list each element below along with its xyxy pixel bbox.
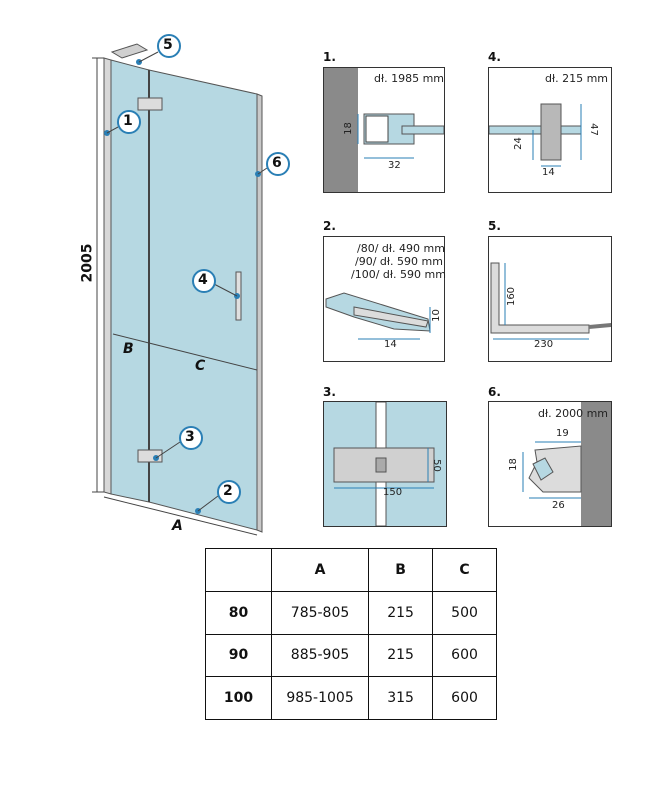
detail-3-drawing [324, 401, 446, 527]
table-row: 80 785-805 215 500 [205, 590, 497, 635]
dim-a-label: A [172, 518, 183, 534]
detail-4-note: dł. 215 mm [545, 72, 609, 85]
height-label: 2005 [79, 243, 96, 283]
table-header-cell: A [270, 548, 370, 592]
marker-2: 2 [223, 483, 233, 499]
marker-6: 6 [272, 155, 282, 171]
marker-5: 5 [163, 37, 173, 53]
table-cell: 215 [368, 633, 434, 678]
detail-4-dim-24: 24 [512, 137, 524, 150]
detail-2-number: 2. [323, 219, 336, 233]
detail-5-box [488, 236, 612, 362]
detail-6-dim-18: 18 [507, 458, 519, 471]
detail-6-box [488, 401, 612, 527]
table-header-cell: C [432, 548, 497, 592]
detail-2-dim-10: 10 [430, 309, 442, 322]
detail-2-note-100: /100/ dł. 590 mm [351, 268, 446, 281]
table-cell: 90 [205, 633, 272, 678]
dimension-table: A B C 80 785-805 215 500 90 885-905 215 … [205, 548, 497, 720]
marker-4: 4 [198, 272, 208, 288]
dim-c-label: C [195, 358, 206, 374]
table-cell: 100 [205, 676, 272, 720]
detail-4-drawing [488, 103, 582, 167]
detail-2-dim-14: 14 [384, 339, 397, 350]
table-cell: 785-805 [270, 590, 370, 635]
table-header-cell: B [368, 548, 434, 592]
table-header-row: A B C [205, 548, 497, 592]
detail-1-dim-18: 18 [342, 122, 354, 135]
table-cell: 500 [432, 590, 497, 635]
detail-1-number: 1. [323, 50, 336, 64]
detail-1-note: dł. 1985 mm [374, 72, 445, 85]
table-cell: 600 [432, 633, 497, 678]
detail-6-drawing [522, 402, 611, 526]
top-cap [110, 43, 149, 59]
detail-2-note-80: /80/ dł. 490 mm [357, 242, 445, 255]
detail-2-drawing [325, 292, 431, 340]
detail-5-dim-230: 230 [534, 339, 554, 350]
detail-3-dim-50: 50 [430, 459, 442, 472]
dim-b-label: B [123, 341, 134, 357]
detail-2-note-90: /90/ dł. 590 mm [355, 255, 443, 268]
detail-5-number: 5. [488, 219, 501, 233]
detail-6-note: dł. 2000 mm [538, 407, 609, 420]
table-row: 100 985-1005 315 600 [205, 676, 497, 720]
detail-5-drawing [490, 262, 611, 340]
detail-3-box [323, 401, 447, 527]
detail-2-box [323, 236, 445, 362]
detail-1-dim-32: 32 [388, 160, 401, 171]
table-cell: 80 [205, 590, 272, 635]
detail-4-box [488, 67, 612, 193]
table-cell: 985-1005 [270, 676, 370, 720]
wall-profile [103, 57, 112, 495]
detail-3-dim-150: 150 [383, 487, 403, 498]
detail-4-dim-47: 47 [587, 123, 599, 136]
marker-3: 3 [185, 429, 195, 445]
detail-6-dim-19: 19 [556, 428, 569, 439]
door-drawing [92, 34, 290, 536]
table-row: 90 885-905 215 600 [205, 633, 497, 678]
detail-4-dim-14: 14 [542, 167, 555, 178]
detail-1-box [323, 67, 445, 193]
detail-5-dim-160: 160 [506, 286, 518, 307]
marker-1: 1 [123, 113, 133, 129]
detail-6-number: 6. [488, 385, 501, 399]
detail-4-number: 4. [488, 50, 501, 64]
table-cell: 315 [368, 676, 434, 720]
table-cell: 215 [368, 590, 434, 635]
table-header-cell [205, 548, 272, 592]
table-cell: 600 [432, 676, 497, 720]
detail-1-drawing [324, 68, 445, 192]
detail-3-number: 3. [323, 385, 336, 399]
table-cell: 885-905 [270, 633, 370, 678]
hinge-top [137, 97, 163, 111]
detail-6-dim-26: 26 [552, 500, 565, 511]
